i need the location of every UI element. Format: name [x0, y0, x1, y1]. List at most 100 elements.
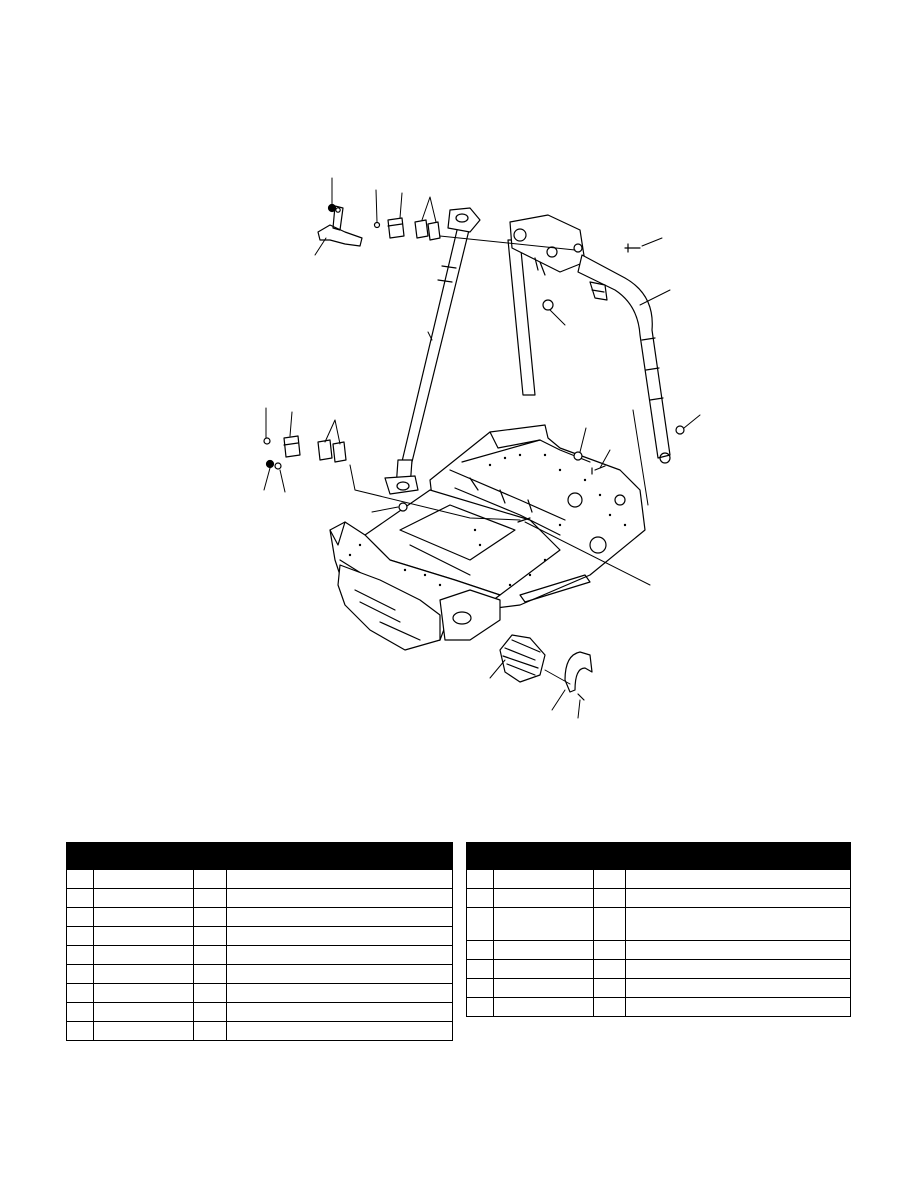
part-number-cell: [93, 1002, 194, 1022]
part-number-cell: [93, 926, 194, 946]
column-bushings-lower: [317, 439, 347, 463]
table-row: [466, 997, 851, 1017]
column-bracket-lower: [283, 435, 301, 458]
qty-cell: [593, 940, 626, 960]
table-row: [66, 1002, 453, 1022]
table-row: [66, 1021, 453, 1041]
qty-cell: [593, 978, 626, 998]
steering-column: [384, 207, 481, 495]
table-row: [66, 964, 453, 984]
table-row: [66, 945, 453, 965]
chassis-tunnel: [329, 424, 646, 651]
description-cell: [226, 888, 453, 908]
table-row: [66, 869, 453, 889]
table-row: [466, 869, 851, 889]
column-bracket-upper: [387, 217, 405, 239]
ref-cell: [66, 888, 94, 908]
part-number-cell: [93, 983, 194, 1003]
description-cell: [226, 1021, 453, 1041]
description-cell: [625, 940, 851, 960]
part-number-cell: [493, 869, 594, 889]
qty-cell: [193, 869, 227, 889]
qty-cell: [193, 926, 227, 946]
qty-cell: [193, 964, 227, 984]
ref-cell: [466, 907, 494, 941]
description-cell: [226, 1002, 453, 1022]
handlebar-frame: [507, 214, 671, 464]
part-number-cell: [493, 940, 594, 960]
part-number-cell: [93, 964, 194, 984]
fasteners: [263, 203, 685, 701]
boot-clamp: [564, 651, 593, 693]
description-cell: [226, 945, 453, 965]
part-number-cell: [93, 869, 194, 889]
part-number-cell: [493, 997, 594, 1017]
part-number-cell: [93, 907, 194, 927]
qty-cell: [193, 1021, 227, 1041]
parts-table-header-bar: [66, 842, 453, 870]
table-row: [466, 888, 851, 908]
description-cell: [226, 983, 453, 1003]
description-cell: [625, 959, 851, 979]
parts-table-left: [66, 842, 453, 1041]
ref-cell: [66, 983, 94, 1003]
parts-table-header: [66, 842, 453, 870]
part-number-cell: [93, 945, 194, 965]
part-number-cell: [493, 959, 594, 979]
ref-cell: [66, 907, 94, 927]
ref-cell: [466, 978, 494, 998]
ref-cell: [466, 869, 494, 889]
description-cell: [625, 978, 851, 998]
table-row: [466, 940, 851, 960]
ref-cell: [466, 940, 494, 960]
part-number-cell: [93, 888, 194, 908]
ref-cell: [466, 959, 494, 979]
description-cell: [625, 907, 851, 941]
part-number-cell: [493, 907, 594, 941]
qty-cell: [193, 1002, 227, 1022]
ref-cell: [66, 945, 94, 965]
ref-cell: [466, 997, 494, 1017]
column-bushings-upper: [414, 219, 441, 241]
qty-cell: [593, 959, 626, 979]
qty-cell: [593, 888, 626, 908]
qty-cell: [193, 907, 227, 927]
parts-table-right: [466, 842, 851, 1017]
qty-cell: [193, 888, 227, 908]
qty-cell: [193, 983, 227, 1003]
description-cell: [625, 869, 851, 889]
description-cell: [625, 888, 851, 908]
ref-cell: [66, 1021, 94, 1041]
part-number-cell: [493, 978, 594, 998]
description-cell: [226, 907, 453, 927]
parts-table-header-bar: [466, 842, 851, 870]
ref-cell: [466, 888, 494, 908]
ref-cell: [66, 869, 94, 889]
description-cell: [226, 926, 453, 946]
steering-arm: [317, 205, 363, 247]
table-row: [66, 907, 453, 927]
callout-lines: [263, 177, 701, 719]
qty-cell: [593, 907, 626, 941]
table-row: [466, 959, 851, 979]
description-cell: [226, 869, 453, 889]
ref-cell: [66, 926, 94, 946]
parts-table-body: [466, 869, 851, 1017]
table-row: [66, 983, 453, 1003]
ref-cell: [66, 1002, 94, 1022]
table-row: [466, 907, 851, 941]
part-number-cell: [493, 888, 594, 908]
parts-table-body: [66, 869, 453, 1041]
parts-table-header: [466, 842, 851, 870]
table-row: [466, 978, 851, 998]
mount-bracket: [589, 281, 608, 301]
qty-cell: [193, 945, 227, 965]
description-cell: [625, 997, 851, 1017]
part-number-cell: [93, 1021, 194, 1041]
steering-boot: [499, 634, 546, 683]
ref-cell: [66, 964, 94, 984]
qty-cell: [593, 869, 626, 889]
description-cell: [226, 964, 453, 984]
qty-cell: [593, 997, 626, 1017]
